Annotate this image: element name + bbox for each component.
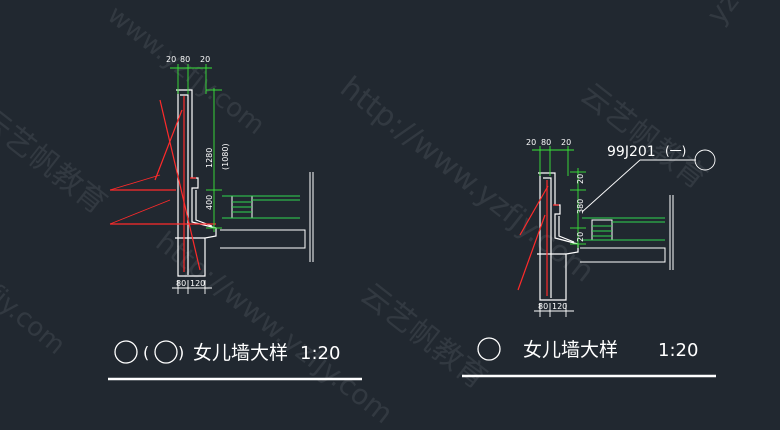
right-top-dim-20b: 20 [561, 138, 571, 147]
left-top-dim-20b: 20 [200, 55, 210, 64]
right-insulation-layers [582, 217, 665, 241]
left-top-dim-20a: 20 [166, 55, 176, 64]
right-rebar [517, 180, 559, 296]
left-parapet-wall [175, 89, 217, 277]
right-ref-label: 99J201 [607, 144, 656, 160]
left-caption-scale: 1:20 [300, 343, 340, 364]
right-top-dim-80: 80 [541, 138, 551, 147]
right-dimension-lines [532, 146, 586, 248]
right-bottom-dim-80: 80 [538, 302, 548, 311]
left-caption-title: 女儿墙大样 [193, 342, 288, 364]
right-roof-slab [580, 195, 674, 270]
left-roof-slab [220, 172, 314, 262]
right-caption-scale: 1:20 [658, 340, 698, 361]
right-dim-20a: 20 [576, 174, 585, 184]
right-parapet-detail: 99J201 (一) 20 80 20 20 [517, 138, 716, 317]
left-caption-circle-2 [154, 340, 178, 364]
left-dim-1280: 1280 [205, 148, 214, 168]
left-top-dim-80: 80 [180, 55, 190, 64]
left-dimension-lines [170, 64, 222, 232]
right-bottom-dim-120: 120 [552, 302, 567, 311]
left-bottom-dim-lines [172, 280, 212, 294]
right-caption: 女儿墙大样 1:20 [462, 337, 716, 378]
right-parapet-wall [537, 172, 579, 301]
drawing-svg: 20 80 20 1280 (1080) 400 80 120 ( ) 女儿墙大… [108, 55, 716, 381]
left-bottom-dim-80: 80 [176, 279, 186, 288]
right-dim-380: 380 [576, 199, 585, 214]
right-dim-20b: 20 [576, 232, 585, 242]
right-bottom-dim-lines [534, 303, 574, 317]
right-ref-circle [694, 149, 716, 171]
left-caption-paren-open: ( [143, 343, 149, 362]
left-rebar [110, 96, 216, 272]
left-bottom-dim-120: 120 [190, 279, 205, 288]
left-caption-paren-close: ) [178, 343, 184, 362]
right-top-dim-20a: 20 [526, 138, 536, 147]
right-caption-circle [477, 337, 501, 361]
left-dim-400: 400 [205, 195, 214, 210]
left-dim-1080: (1080) [221, 143, 230, 170]
left-parapet-detail: 20 80 20 1280 (1080) 400 80 120 [109, 55, 314, 294]
left-caption-circle-1 [114, 340, 138, 364]
right-caption-title: 女儿墙大样 [523, 339, 618, 361]
left-insulation-layers [222, 195, 300, 219]
right-ref-leader [581, 149, 716, 213]
left-caption: ( ) 女儿墙大样 1:20 [108, 340, 362, 381]
right-ref-sub: (一) [665, 144, 686, 158]
left-leaders [109, 174, 171, 225]
